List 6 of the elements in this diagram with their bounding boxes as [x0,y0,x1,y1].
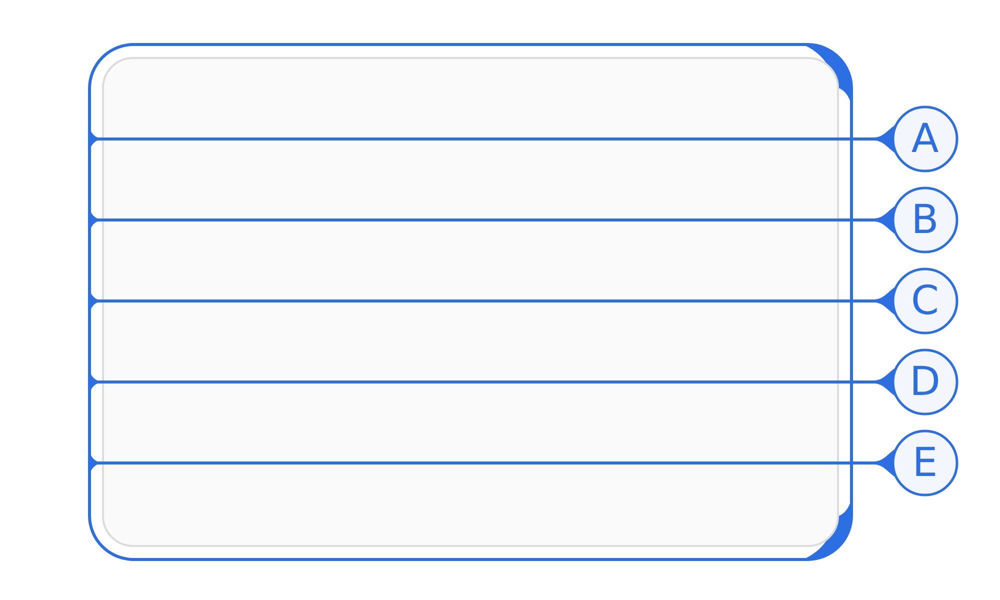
callout-letter: D [910,362,940,402]
callout-letter: E [912,443,938,483]
rounded-frame [88,43,853,561]
callout-letter: B [911,200,939,240]
callout-letter: A [911,119,939,159]
callout-letter: C [911,281,939,321]
